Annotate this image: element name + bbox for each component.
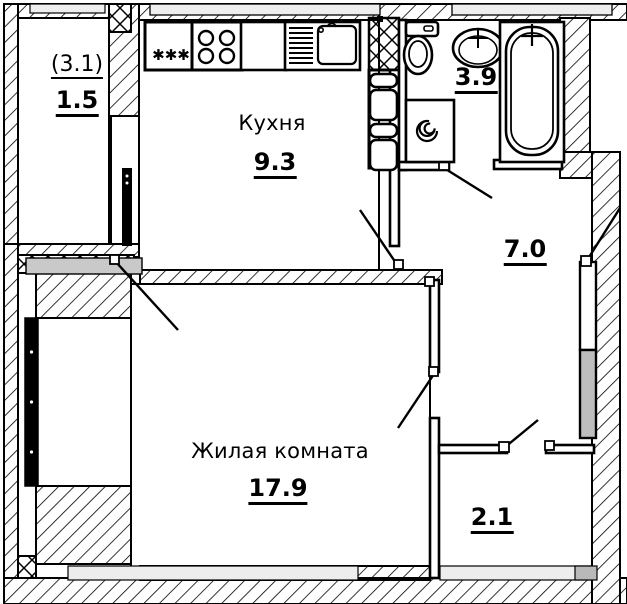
living-room-name-label: Жилая комната (191, 439, 369, 463)
balcony-area-label: 1.5 (55, 88, 99, 117)
kitchen-fixtures: ✱✱✱ (143, 20, 362, 72)
detail-marks (377, 16, 383, 22)
fridge-icon: ✱✱✱ (152, 46, 190, 64)
kitchen-name-label: Кухня (238, 111, 306, 135)
windows (24, 3, 613, 581)
kitchen-area-label: 9.3 (253, 150, 297, 179)
washing-machine-icon (415, 119, 439, 143)
bathroom-fixtures (402, 20, 566, 164)
riser-pipes (368, 72, 399, 172)
balcony-gross-area-label: (3.1) (50, 52, 104, 79)
living-room-area-label: 17.9 (248, 476, 308, 505)
bathroom-area-label: 3.9 (454, 65, 498, 94)
closet-area-label: 2.1 (470, 505, 514, 534)
hall-area-label: 7.0 (503, 237, 547, 266)
door-swings (109, 159, 622, 453)
room-outlines (17, 17, 431, 579)
